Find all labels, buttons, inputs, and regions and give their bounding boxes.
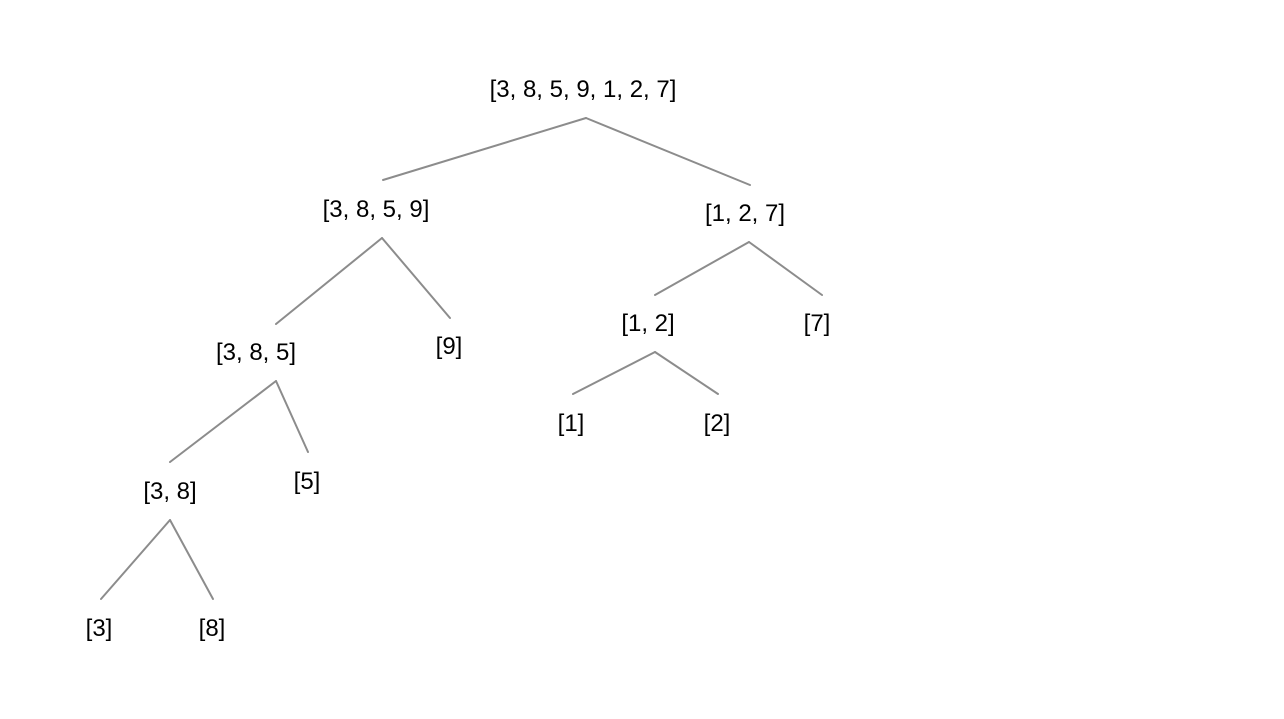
edge-lll-lllr	[169, 519, 214, 600]
node-llll: [3]	[85, 615, 113, 642]
node-rll: [1]	[557, 410, 585, 437]
node-rl: [1, 2]	[621, 310, 675, 337]
node-l: [3, 8, 5, 9]	[322, 196, 430, 223]
edge-root-r	[585, 117, 751, 186]
edge-ll-lll	[169, 380, 277, 463]
edge-ll-llr	[275, 380, 309, 453]
edge-l-ll	[275, 237, 383, 325]
node-lll: [3, 8]	[143, 478, 197, 505]
node-r: [1, 2, 7]	[704, 200, 786, 227]
node-lllr: [8]	[198, 615, 226, 642]
edge-l-lr	[381, 237, 451, 319]
node-rr: [7]	[803, 310, 831, 337]
node-root: [3, 8, 5, 9, 1, 2, 7]	[489, 76, 677, 103]
edge-lll-llll	[100, 519, 171, 600]
edge-rl-rll	[572, 351, 656, 395]
edge-r-rr	[748, 241, 823, 296]
node-lr: [9]	[435, 333, 463, 360]
node-ll: [3, 8, 5]	[215, 339, 297, 366]
node-llr: [5]	[293, 468, 321, 495]
edge-rl-rlr	[654, 351, 719, 395]
edge-root-l	[382, 117, 587, 181]
edge-r-rl	[654, 241, 750, 296]
node-rlr: [2]	[703, 410, 731, 437]
